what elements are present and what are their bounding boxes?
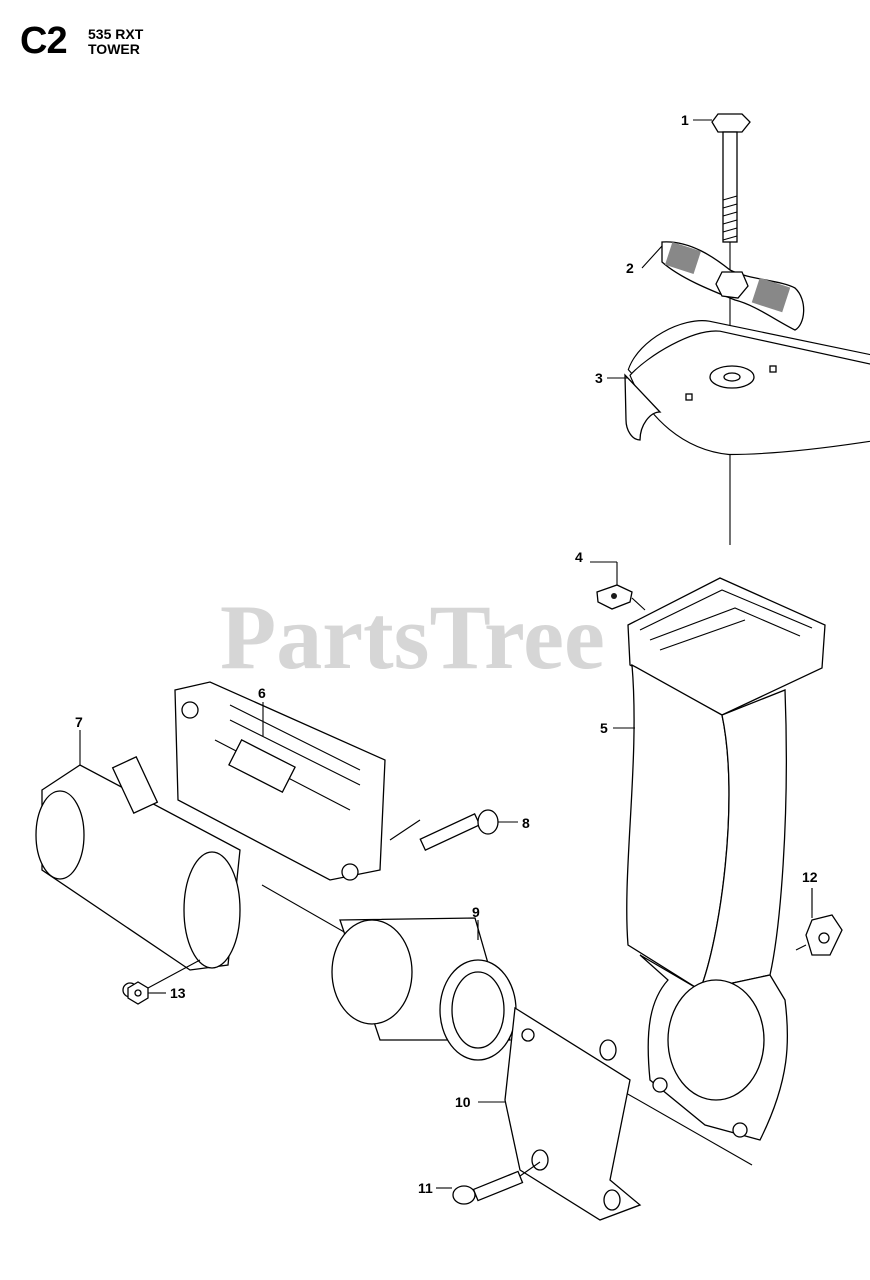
callout-10: 10	[455, 1094, 471, 1110]
part-12-clip[interactable]	[795, 888, 843, 956]
callout-6: 6	[258, 685, 266, 701]
part-6-clamp[interactable]	[174, 681, 386, 881]
callout-labels: 1 2 3 4 5 6 7 8 9 10 11 12 13	[75, 112, 818, 1196]
part-1-bolt[interactable]	[711, 113, 751, 243]
part-5-tower[interactable]	[626, 577, 826, 1141]
part-4-square-nut[interactable]	[590, 561, 646, 611]
section-name: TOWER	[88, 40, 140, 57]
part-3-cap[interactable]	[624, 320, 870, 456]
part-2-wing-nut[interactable]	[661, 241, 805, 331]
callout-13: 13	[170, 985, 186, 1001]
callout-2: 2	[626, 260, 634, 276]
diagram-header: 535 RXT TOWER	[88, 27, 143, 56]
callout-12: 12	[802, 869, 818, 885]
callout-5: 5	[600, 720, 608, 736]
callout-9: 9	[472, 904, 480, 920]
callout-8: 8	[522, 815, 530, 831]
part-10-bracket[interactable]	[504, 1006, 642, 1221]
part-7-tube[interactable]	[35, 755, 241, 998]
part-9-coupling[interactable]	[331, 917, 517, 1061]
callout-1: 1	[681, 112, 689, 128]
part-11-bolt[interactable]	[452, 1161, 541, 1205]
part-8-screw[interactable]	[389, 809, 518, 851]
watermark: PartsTree	[220, 586, 605, 688]
callout-11: 11	[418, 1180, 433, 1196]
callout-3: 3	[595, 370, 603, 386]
callout-leaders	[79, 119, 813, 1189]
diagram-code: C2	[20, 20, 68, 62]
model-name: 535 RXT	[88, 26, 144, 42]
callout-4: 4	[575, 549, 583, 565]
callout-7: 7	[75, 714, 83, 730]
